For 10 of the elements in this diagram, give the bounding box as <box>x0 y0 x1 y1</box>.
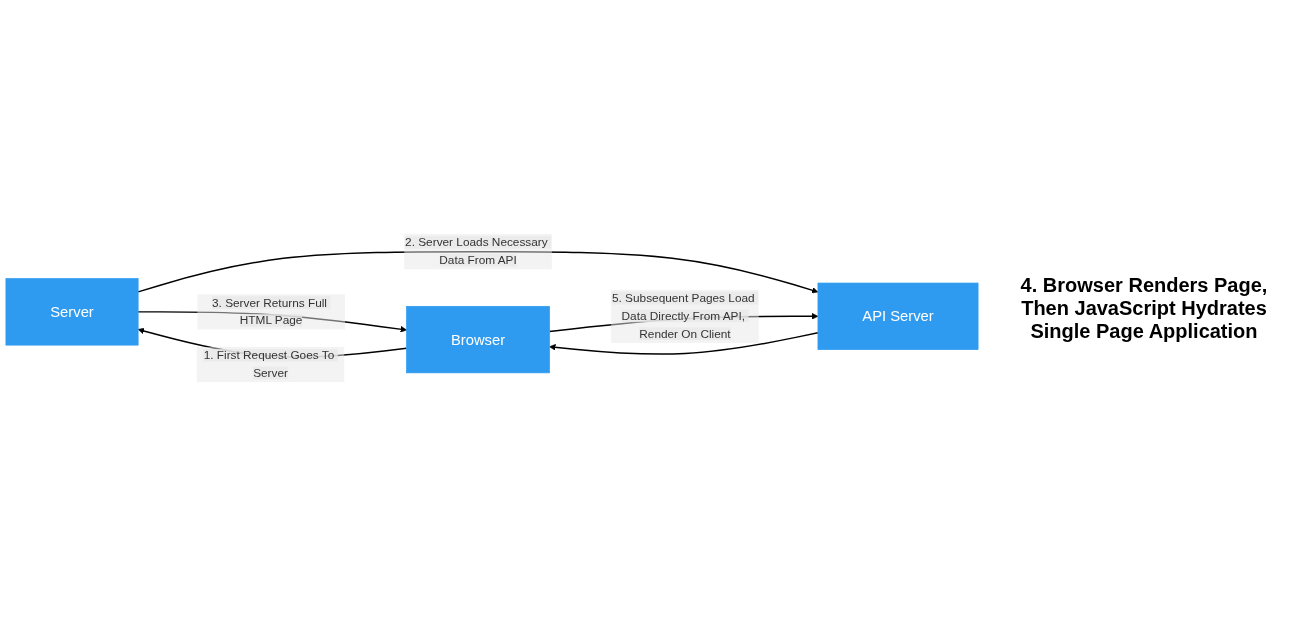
node-box: API Server <box>817 283 979 351</box>
edge-label: 5. Subsequent Pages Load Data Directly From API, Render On Client <box>611 292 755 341</box>
arrow <box>549 332 819 356</box>
edge-label: 3. Server Returns Full HTML Page <box>211 296 327 328</box>
note-text: 4. Browser Renders Page, Then JavaScript Hydrates Single Page Application <box>1019 274 1269 343</box>
edge-label: 1. First Request Goes To Server <box>203 349 335 380</box>
node-box: Browser <box>406 306 550 374</box>
arrow <box>137 251 819 294</box>
edge-label: 2. Server Loads Necessary Data From API <box>405 236 548 267</box>
node-box: Server <box>5 278 139 346</box>
